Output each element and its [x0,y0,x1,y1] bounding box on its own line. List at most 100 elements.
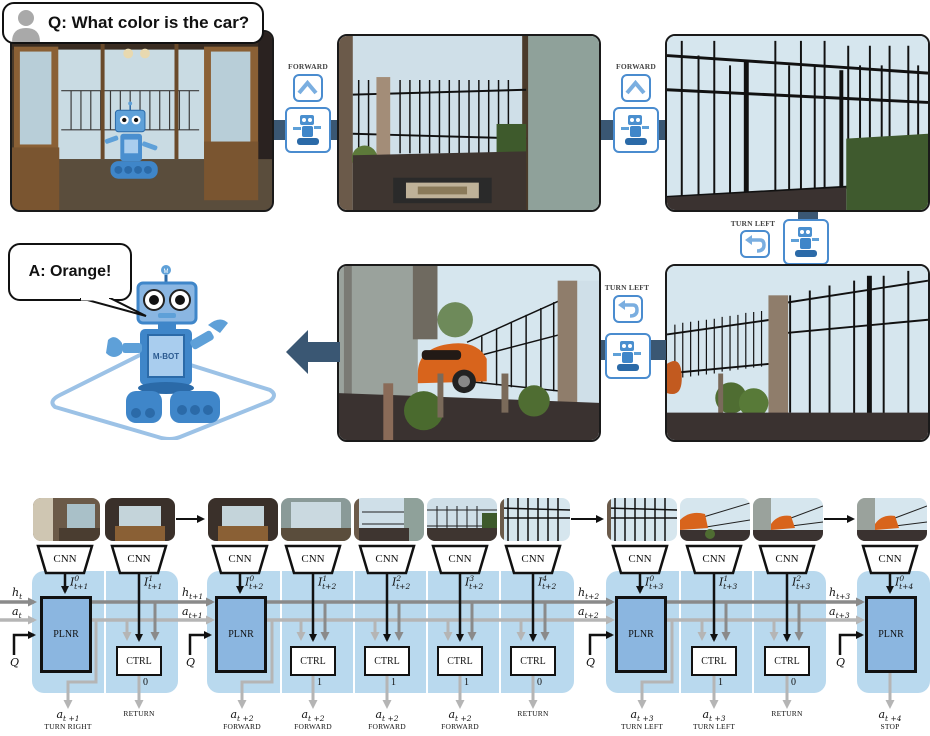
controller-gate-value: 0 [143,677,148,688]
chevron-up-icon [293,74,323,102]
controller-module: CTRL [290,646,336,676]
controller-gate-value: 1 [718,677,723,688]
scene-car [337,264,601,442]
frame-thumbnail [680,498,750,541]
image-feature-label: I2t+3 [792,574,811,591]
robot-icon [605,333,651,379]
action-input-label: at+3 [829,605,850,621]
output-action: RETURN [771,709,803,718]
answering-robot-icon: M M-BOT [50,265,276,440]
controller-module: CTRL [116,646,162,676]
controller-gate-value: 0 [537,677,542,688]
cnn-encoder: CNN [375,553,399,565]
action-label-forward-1: FORWARD [288,62,328,71]
image-feature-label: I1t+3 [719,574,738,591]
frame-thumbnail [607,498,677,541]
controller-module: CTRL [764,646,810,676]
question-input-label: Q [186,656,196,669]
scene-gate-close [665,34,930,212]
cell-divider [499,571,501,693]
cell-divider [104,571,106,693]
image-feature-label: I0t+2 [245,574,264,591]
frame-thumbnail [208,498,278,541]
robot-icon [613,107,659,153]
robot-icon [783,219,829,265]
cnn-encoder: CNN [448,553,472,565]
svg-text:M: M [164,269,169,275]
bubble-tail [80,298,147,317]
answer-text: A: Orange! [28,263,112,280]
cnn-encoder: CNN [878,553,902,565]
scene-doorway-fence [337,34,601,212]
controller-module: CTRL [691,646,737,676]
planner-module: PLNR [615,596,667,673]
question-bubble: Q: What color is the car? [2,2,264,44]
robot-icon [285,107,331,153]
controller-module: CTRL [510,646,556,676]
frame-thumbnail [500,498,570,541]
cell-divider [426,571,428,693]
cnn-encoder: CNN [301,553,325,565]
image-feature-label: I1t+1 [144,574,163,591]
turn-left-arrow-icon [740,230,770,258]
turn-left-arrow-icon [613,295,643,323]
frame-thumbnail [105,498,175,541]
cell-divider [679,571,681,693]
scene-fence-turn [665,264,930,442]
hidden-state-label: ht+3 [829,586,851,602]
action-input-label: at [12,605,22,621]
cnn-encoder: CNN [521,553,545,565]
hidden-state-label: ht+2 [578,586,600,602]
image-feature-label: I0t+1 [70,574,89,591]
robot-icon [104,101,158,179]
planner-module: PLNR [865,596,917,673]
planner-module: PLNR [215,596,267,673]
scene-living-room [10,30,274,212]
cell-divider [280,571,282,693]
planner-module: PLNR [40,596,92,673]
frame-thumbnail [281,498,351,541]
controller-gate-value: 1 [391,677,396,688]
cell-divider [752,571,754,693]
image-feature-label: I1t+2 [318,574,337,591]
controller-module: CTRL [364,646,410,676]
hidden-state-label: ht [12,586,23,602]
cnn-encoder: CNN [628,553,652,565]
controller-gate-value: 1 [464,677,469,688]
output-action: RETURN [517,709,549,718]
action-label-forward-2: FORWARD [616,62,656,71]
cnn-encoder: CNN [228,553,252,565]
cnn-encoder: CNN [702,553,726,565]
action-label-turn-left-1: TURN LEFT [730,219,776,228]
frame-thumbnail [427,498,497,541]
cnn-encoder: CNN [53,553,77,565]
image-feature-label: I2t+2 [392,574,411,591]
controller-gate-value: 0 [791,677,796,688]
question-text: Q: What color is the car? [48,13,250,32]
question-input-label: Q [586,656,596,669]
frame-thumbnail [857,498,927,541]
question-input-label: Q [836,656,846,669]
frame-thumbnail [33,498,100,541]
cnn-encoder: CNN [775,553,799,565]
output-action: RETURN [123,709,155,718]
image-feature-label: I0t+4 [895,574,914,591]
flow-arrow-left [284,330,340,380]
chevron-up-icon [621,74,651,102]
frame-thumbnail [753,498,823,541]
hidden-state-label: ht+1 [182,586,204,602]
action-input-label: at+1 [182,605,203,621]
image-feature-label: I3t+2 [465,574,484,591]
image-feature-label: I0t+3 [645,574,664,591]
cell-divider [353,571,355,693]
action-label-turn-left-2: TURN LEFT [604,283,650,292]
svg-text:M-BOT: M-BOT [153,352,179,361]
